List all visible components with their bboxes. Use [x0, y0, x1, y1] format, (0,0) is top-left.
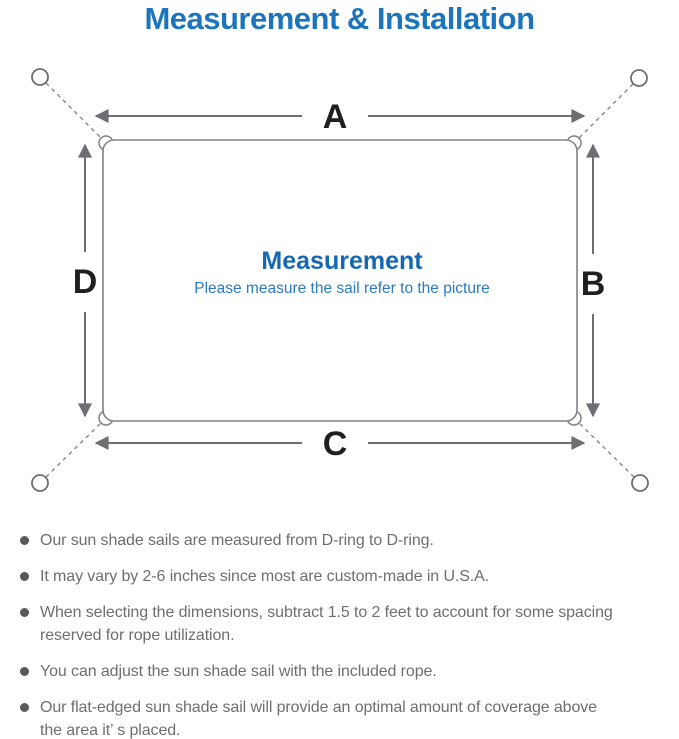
- list-item: When selecting the dimensions, subtract …: [20, 601, 675, 647]
- bullet-text: Our sun shade sails are measured from D-…: [40, 532, 434, 549]
- bullet-dot-icon: [20, 536, 29, 545]
- side-label-b: B: [581, 265, 606, 303]
- bullet-dot-icon: [20, 703, 29, 712]
- instruction-bullet-list: Our sun shade sails are measured from D-…: [0, 524, 679, 739]
- bullet-text: When selecting the dimensions, subtract …: [40, 604, 613, 644]
- bullet-dot-icon: [20, 667, 29, 676]
- bullet-text: It may vary by 2-6 inches since most are…: [40, 568, 490, 585]
- list-item: It may vary by 2-6 inches since most are…: [20, 565, 675, 588]
- list-item: Our flat-edged sun shade sail will provi…: [20, 696, 675, 739]
- measurement-diagram: A B C D Measurement Please measure the s…: [31, 68, 649, 492]
- anchor-point-icons: [31, 68, 649, 492]
- list-item: Our sun shade sails are measured from D-…: [20, 529, 675, 552]
- bullet-text: You can adjust the sun shade sail with t…: [40, 663, 437, 680]
- diagram-center-subtitle: Please measure the sail refer to the pic…: [194, 280, 490, 297]
- anchor-point-icon: [631, 474, 649, 492]
- rope-top-left: [45, 82, 102, 139]
- anchor-point-icon: [31, 474, 49, 492]
- bullet-dot-icon: [20, 608, 29, 617]
- diagram-center-title: Measurement: [261, 247, 423, 275]
- rope-bottom-right: [578, 422, 635, 478]
- measurement-arrows: [78, 109, 600, 450]
- bullet-text: Our flat-edged sun shade sail will provi…: [40, 699, 597, 739]
- side-label-d: D: [73, 263, 98, 301]
- side-label-c: C: [323, 425, 348, 463]
- anchor-point-icon: [31, 68, 49, 86]
- side-label-a: A: [323, 98, 348, 136]
- rope-bottom-left: [45, 422, 102, 478]
- rope-top-right: [578, 83, 634, 139]
- mounting-rope-dashed-lines: [45, 82, 635, 478]
- list-item: You can adjust the sun shade sail with t…: [20, 660, 675, 683]
- anchor-point-icon: [630, 69, 648, 87]
- sail-outline: [102, 139, 578, 422]
- page-title: Measurement & Installation: [144, 1, 535, 36]
- bullet-dot-icon: [20, 572, 29, 581]
